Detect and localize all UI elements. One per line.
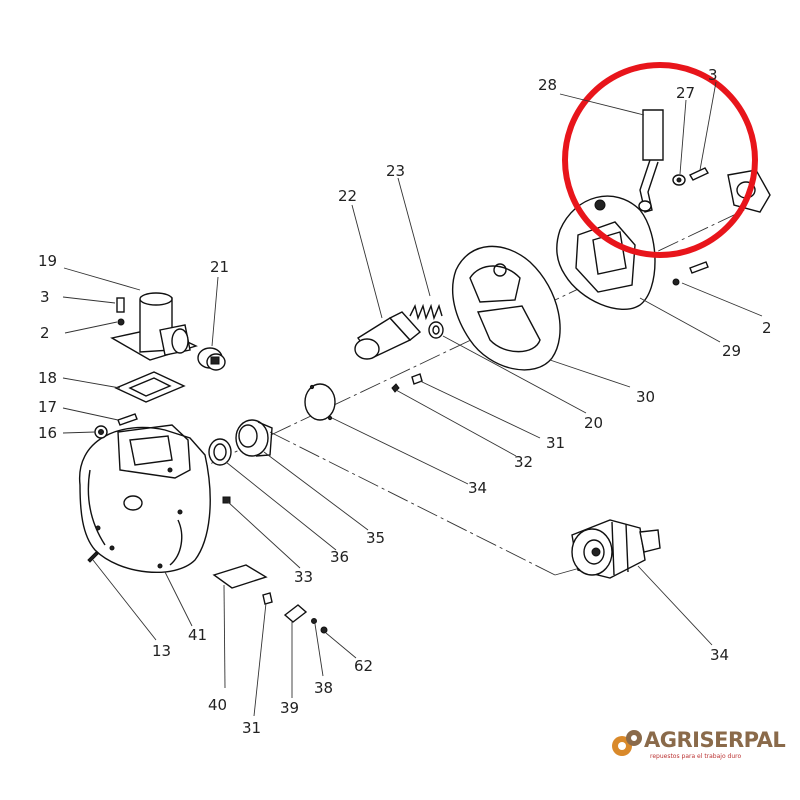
part-3-bolt-right (689, 261, 709, 274)
part-36-seal (208, 438, 232, 466)
part-62-nut (320, 626, 328, 634)
label-34-upper: 34 (468, 479, 487, 497)
part-3-bolt-top (689, 167, 709, 181)
agriserpal-logo: AGRISERPAL repuestos para el trabajo dur… (610, 722, 786, 768)
part-22-impeller (354, 311, 422, 360)
part-31-screw-lower (262, 592, 273, 605)
label-21: 21 (210, 258, 229, 276)
part-33-plug (222, 496, 231, 504)
label-3-top: 3 (708, 66, 718, 84)
part-40-plate (212, 564, 268, 589)
part-27-washer (672, 174, 686, 186)
part-29-cover (556, 195, 656, 310)
label-20: 20 (584, 414, 603, 432)
part-21-plug (197, 347, 226, 371)
part-3-bolt-left (116, 297, 125, 313)
label-29: 29 (722, 342, 741, 360)
part-18-gasket (114, 371, 186, 403)
part-34-oring (304, 383, 336, 421)
part-16-nut (94, 425, 108, 439)
label-27: 27 (676, 84, 695, 102)
part-30-gasket (452, 245, 561, 371)
label-33: 33 (294, 568, 313, 586)
label-31-lower: 31 (242, 719, 261, 737)
label-35: 35 (366, 529, 385, 547)
part-19-elbow (110, 292, 198, 361)
label-38: 38 (314, 679, 333, 697)
label-36: 36 (330, 548, 349, 566)
label-41: 41 (188, 626, 207, 644)
part-28-lever (638, 109, 664, 213)
label-40: 40 (208, 696, 227, 714)
label-62: 62 (354, 657, 373, 675)
logo-name: AGRISERPAL (644, 728, 786, 752)
part-17-bolt (117, 413, 138, 426)
label-16: 16 (38, 424, 57, 442)
logo-tagline: repuestos para el trabajo duro (650, 753, 742, 760)
part-39-bracket (283, 604, 308, 623)
part-41-housing (79, 424, 211, 573)
part-32-pin (391, 383, 400, 393)
label-23: 23 (386, 162, 405, 180)
assembly-axis-lower-end (554, 567, 581, 576)
label-30: 30 (636, 388, 655, 406)
part-2-washer-left (117, 318, 125, 326)
part-38-washer (311, 618, 317, 624)
label-2-left: 2 (40, 324, 50, 342)
part-20-ring (428, 321, 444, 339)
label-28: 28 (538, 76, 557, 94)
part-2-washer-right (672, 278, 680, 286)
part-35-bearing (235, 419, 273, 457)
label-17: 17 (38, 398, 57, 416)
part-23-spring (409, 303, 443, 321)
label-3-left: 3 (40, 288, 50, 306)
assembly-axis-lower (269, 431, 556, 576)
label-39: 39 (280, 699, 299, 717)
label-18: 18 (38, 369, 57, 387)
label-13: 13 (152, 642, 171, 660)
highlight-circle (562, 62, 758, 258)
part-31-screw-upper (411, 373, 423, 385)
part-34-pump-unit (571, 519, 661, 579)
part-13-pin (87, 551, 99, 563)
label-32: 32 (514, 453, 533, 471)
logo-emblem-icon (612, 730, 642, 756)
label-34-lower: 34 (710, 646, 729, 664)
label-22: 22 (338, 187, 357, 205)
label-31-upper: 31 (546, 434, 565, 452)
label-2-right: 2 (762, 319, 772, 337)
leader-lines (62, 81, 763, 717)
label-19: 19 (38, 252, 57, 270)
